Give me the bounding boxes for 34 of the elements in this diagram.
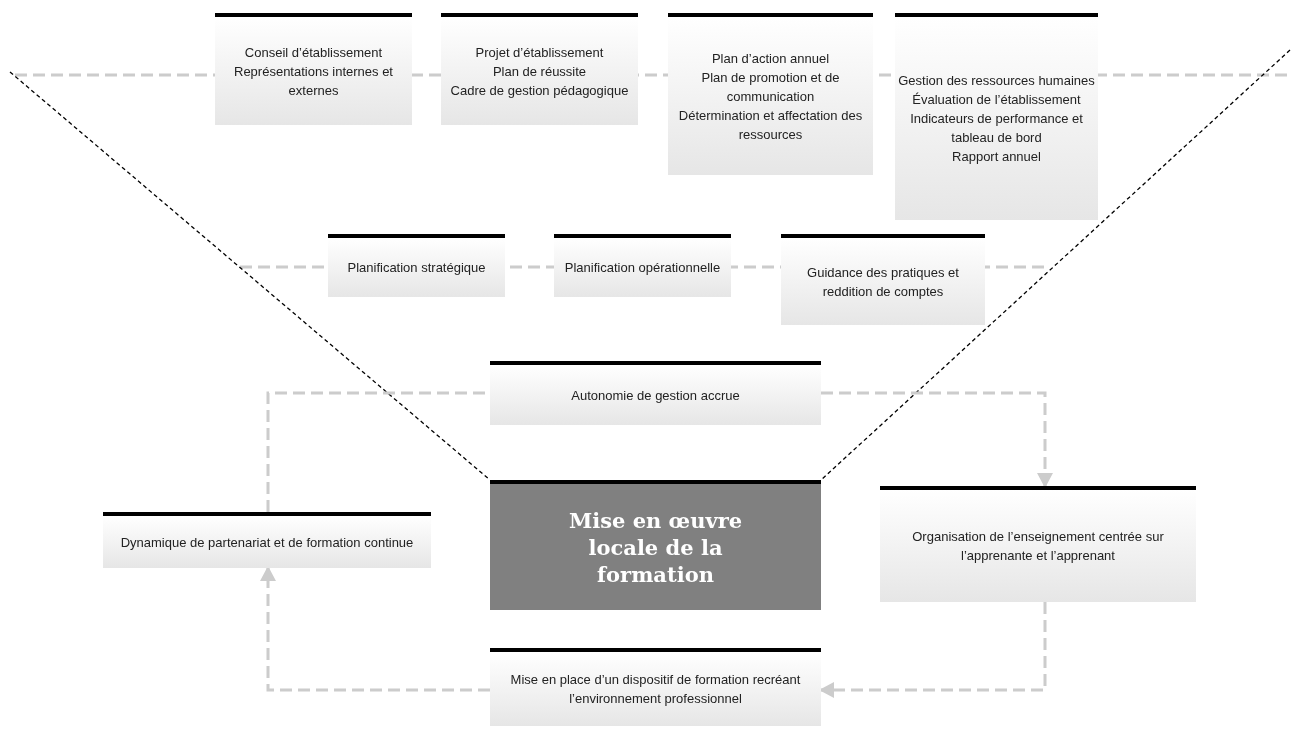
central-title: Mise en œuvre locale de la formation (567, 506, 744, 588)
box-text: Évaluation de l’établissement (912, 91, 1081, 109)
box-text: Projet d’établissement (475, 43, 604, 62)
box-text: Mise en place d’un dispositif de formation recréant l’environnement professionnel (509, 671, 802, 708)
process-box (490, 361, 821, 425)
box-text: Cadre de gestion pédagogique (450, 81, 629, 100)
dashed-arrow (821, 391, 1053, 488)
process-box (215, 13, 412, 125)
box-text: Planification stratégique (347, 259, 486, 277)
box-text: Rapport annuel (952, 148, 1041, 166)
process-box (328, 234, 505, 297)
box-text: Dynamique de partenariat et de formation continue (120, 533, 414, 552)
process-box (490, 648, 821, 726)
process-box (441, 13, 638, 125)
box-text: Plan de promotion et de communication (700, 68, 841, 106)
box-text: Plan d’action annuel (711, 49, 830, 68)
process-box (103, 512, 431, 568)
box-text: Représentations internes et externes (233, 62, 394, 100)
box-text: Organisation de l’enseignement centrée sur l’apprenante et l’apprenant (911, 528, 1165, 565)
process-box (895, 13, 1098, 220)
dashed-arrow (260, 566, 490, 692)
process-box (668, 13, 873, 175)
central-box (490, 480, 821, 610)
box-text: Gestion des ressources humaines (898, 72, 1095, 90)
box-text: Autonomie de gestion accrue (571, 386, 740, 405)
box-text: Plan de réussite (492, 62, 587, 81)
box-text: Guidance des pratiques et reddition de comptes (806, 263, 960, 301)
process-box (781, 234, 985, 325)
box-text: Planification opérationnelle (564, 259, 721, 277)
process-box (880, 486, 1196, 602)
process-box (554, 234, 731, 297)
box-text: Conseil d’établissement (244, 43, 383, 62)
box-text: Indicateurs de performance et tableau de bord (909, 110, 1084, 147)
box-text: Détermination et affectation des ressources (677, 106, 864, 144)
